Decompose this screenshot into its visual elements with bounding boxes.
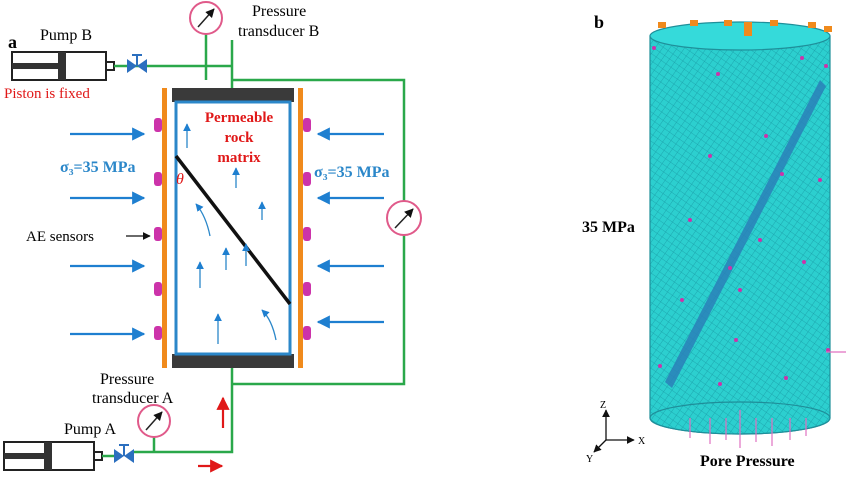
cylinder-bottom-back [649,401,831,419]
axis-z-label: Z [600,400,606,411]
matrix-label-1: Permeable [205,110,274,126]
transducer-b-line2: transducer B [238,23,319,40]
top-platen [172,88,294,102]
pore-pressure-arrows [689,351,846,448]
axis-y-label: Y [586,454,593,465]
panel-b: b [582,12,846,470]
sensor-right-3 [303,227,311,241]
pump-a-piston [44,442,52,470]
transducer-a-line2: transducer A [92,390,174,407]
monitor-points [652,46,830,386]
frame-right [298,88,303,368]
sensor-left-4 [154,282,162,296]
ae-sensors-label: AE sensors [26,229,94,245]
bottom-platen [172,354,294,368]
pump-a-label: Pump A [64,421,116,438]
pressure-gauge-b-icon [189,1,223,35]
fracture-plane [174,154,292,306]
pump-a-port [93,451,103,461]
sensor-right-1 [303,118,311,132]
sensor-right-4 [303,282,311,296]
pressure-gauge-right-icon [386,200,422,236]
matrix-label-3: matrix [217,150,261,166]
top-boundary-nodes [658,20,832,36]
sigma-right-label: σ₃=35 MPa [314,164,390,181]
pump-b-label: Pump B [40,27,92,44]
valve-a-icon [114,444,134,463]
pipe-b [114,40,234,100]
confining-arrows-left [70,127,146,341]
pump-a-rod [4,453,48,459]
sensor-right-2 [303,172,311,186]
ae-sensors [154,118,311,340]
flow-arrows [183,123,277,344]
valve-b-icon [127,54,147,73]
frame-left [162,88,167,368]
sigma-left-label: σ₃=35 MPa [60,159,136,176]
pressure-gauge-a-icon [137,404,171,438]
axis-x-label: X [638,436,646,447]
sensor-left-2 [154,172,162,186]
pump-b-port [105,61,115,71]
theta-label: θ [176,171,184,188]
pump-b-piston [58,52,66,80]
fracture-plane-3d [665,80,826,388]
pore-pressure-label: Pore Pressure [700,453,795,470]
confining-arrows-right [316,127,384,329]
matrix-label-2: rock [225,130,255,146]
piston-fixed-label: Piston is fixed [4,86,90,102]
transducer-a-line1: Pressure [100,371,154,388]
pump-b-rod [12,63,64,69]
transducer-b-line1: Pressure [252,3,306,20]
panel-a: a Pump B Piston is fixed Pressure transd… [3,1,422,473]
axis-triad: Z X Y [586,400,646,465]
sensor-right-5 [303,326,311,340]
sensor-left-5 [154,326,162,340]
pipe-a [132,368,234,454]
panel-b-label: b [594,12,604,32]
confining-label: 35 MPa [582,219,635,236]
panel-a-label: a [8,32,17,52]
cylinder-top [649,21,831,51]
sensor-left-1 [154,118,162,132]
sensor-left-3 [154,227,162,241]
